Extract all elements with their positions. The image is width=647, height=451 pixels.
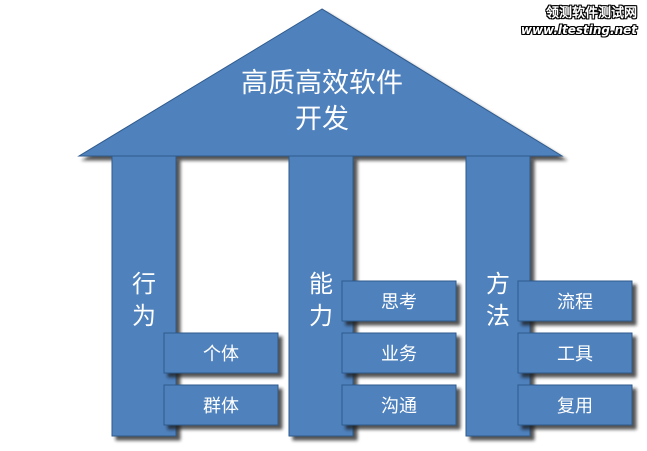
pillar-method: 方 法 流程 工具 复用	[465, 155, 633, 437]
roof: 高质高效软件 开发	[77, 8, 564, 157]
item-box	[163, 332, 279, 374]
item-label: 思考	[381, 292, 417, 313]
roof-title-line2: 开发	[295, 104, 349, 135]
item-label: 业务	[381, 344, 417, 365]
item-label: 流程	[557, 292, 593, 313]
pillar-label-line1: 方	[486, 270, 510, 298]
item-label: 个体	[203, 344, 239, 365]
pillar-label-line2: 法	[486, 302, 510, 330]
pillar-ability: 能 力 思考 业务 沟通	[288, 155, 457, 437]
item-box	[517, 384, 633, 426]
watermark: 领测软件测试网 www.ltesting.net	[521, 6, 637, 38]
pillar-behavior: 行 为 个体 群体	[111, 155, 279, 437]
watermark-site-name: 领测软件测试网	[545, 6, 637, 21]
pillar-label-line2: 力	[309, 302, 333, 330]
pillar-label-line2: 为	[132, 302, 156, 330]
item-box	[341, 332, 457, 374]
pillar-label-line1: 能	[309, 270, 333, 298]
item-label: 沟通	[381, 396, 417, 417]
pillar-label-line1: 行	[132, 270, 156, 298]
roof-title-line1: 高质高效软件	[241, 68, 403, 99]
item-box	[517, 280, 633, 322]
item-box	[341, 280, 457, 322]
watermark-url: www.ltesting.net	[520, 23, 637, 37]
item-label: 复用	[557, 396, 593, 417]
item-box	[163, 384, 279, 426]
item-label: 群体	[203, 396, 239, 417]
item-box	[341, 384, 457, 426]
item-box	[517, 332, 633, 374]
item-label: 工具	[557, 344, 593, 365]
